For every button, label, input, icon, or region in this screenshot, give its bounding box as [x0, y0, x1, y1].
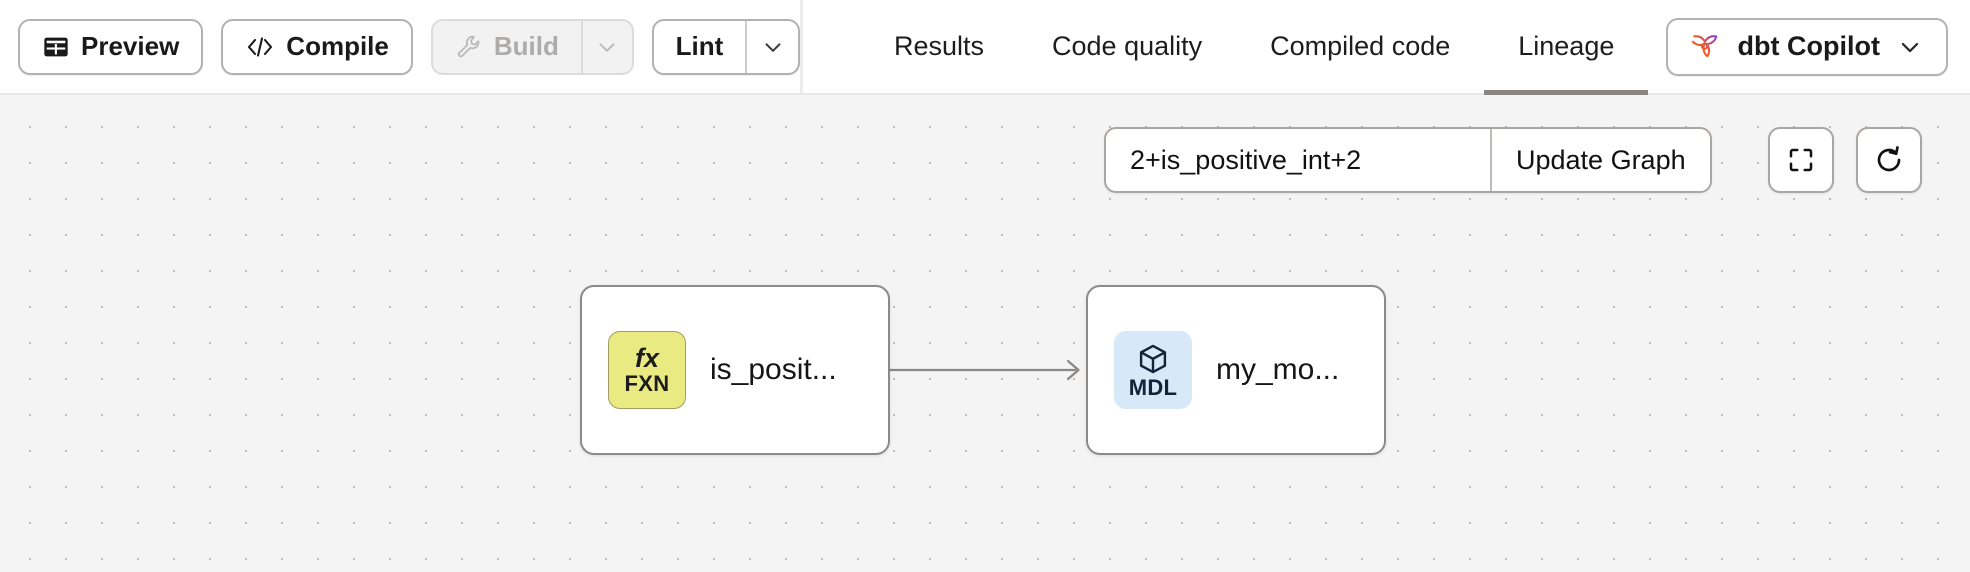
cube-icon	[1136, 342, 1170, 376]
fx-icon: fx	[634, 343, 659, 373]
lint-button-label: Lint	[675, 31, 724, 61]
dbt-copilot-label: dbt Copilot	[1737, 31, 1880, 61]
build-dropdown-toggle	[580, 20, 632, 73]
dbt-copilot-button[interactable]: dbt Copilot	[1665, 17, 1948, 76]
copilot-container: dbt Copilot	[1665, 17, 1948, 76]
graph-selector-input[interactable]	[1106, 129, 1490, 191]
node-type-label-mdl: MDL	[1128, 374, 1178, 400]
build-button-label: Build	[493, 31, 559, 61]
graph-selector-controls: Update Graph	[1104, 127, 1712, 193]
lint-button-group: Lint	[651, 18, 800, 75]
lineage-graph: fx FXN is_posit... MDL my_mo.	[0, 95, 1970, 572]
wrench-icon	[455, 33, 483, 61]
fit-view-icon	[1786, 145, 1816, 175]
preview-button-label: Preview	[81, 31, 180, 61]
node-type-label-fxn: FXN	[624, 371, 670, 396]
preview-button[interactable]: Preview	[18, 18, 204, 75]
lineage-canvas[interactable]: Update Graph	[0, 95, 1970, 572]
build-button-group: Build	[430, 18, 634, 75]
build-button: Build	[433, 21, 581, 73]
result-tabs: Results Code quality Compiled code Linea…	[800, 0, 1649, 95]
node-type-badge-mdl: MDL	[1114, 331, 1192, 409]
toolbar-tabs-divider	[800, 0, 803, 93]
lineage-node-my-model[interactable]: MDL my_mo...	[1086, 285, 1386, 455]
update-graph-label: Update Graph	[1516, 144, 1686, 175]
dbt-copilot-icon	[1686, 29, 1722, 65]
lineage-node-is-positive-int[interactable]: fx FXN is_posit...	[580, 285, 890, 455]
tab-compiled-code[interactable]: Compiled code	[1236, 0, 1484, 93]
lint-button[interactable]: Lint	[654, 21, 746, 73]
tab-results-label: Results	[894, 31, 985, 61]
table-icon	[42, 33, 70, 61]
refresh-icon	[1873, 144, 1905, 176]
compile-button-label: Compile	[286, 31, 389, 61]
node-label-is-positive-int: is_posit...	[710, 353, 837, 386]
compile-button[interactable]: Compile	[221, 18, 413, 75]
editor-toolbar: Preview Compile	[0, 0, 800, 93]
refresh-graph-button[interactable]	[1856, 127, 1922, 193]
fit-view-button[interactable]	[1768, 127, 1834, 193]
tab-results[interactable]: Results	[860, 0, 1018, 93]
tab-code-quality-label: Code quality	[1052, 31, 1203, 61]
code-icon	[245, 34, 275, 60]
tab-lineage[interactable]: Lineage	[1484, 0, 1649, 95]
lint-dropdown-toggle[interactable]	[745, 20, 798, 73]
tab-lineage-label: Lineage	[1518, 31, 1615, 61]
lineage-edge	[880, 350, 1090, 395]
node-label-my-model: my_mo...	[1216, 353, 1340, 386]
node-type-badge-fxn: fx FXN	[608, 331, 686, 409]
tab-compiled-code-label: Compiled code	[1270, 31, 1451, 61]
chevron-down-icon	[1896, 33, 1924, 61]
tab-code-quality[interactable]: Code quality	[1018, 0, 1236, 93]
update-graph-button[interactable]: Update Graph	[1490, 129, 1710, 191]
app-header: Preview Compile	[0, 0, 1970, 95]
